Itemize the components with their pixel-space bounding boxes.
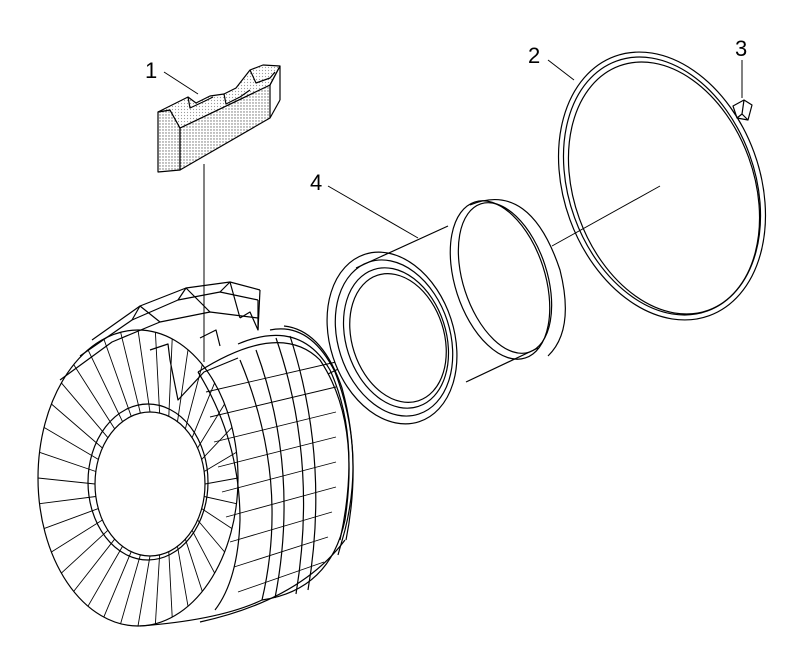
ring-spoke bbox=[51, 403, 103, 449]
ring-spoke bbox=[197, 519, 225, 553]
ring-spoke bbox=[43, 427, 99, 460]
ring-spoke bbox=[191, 530, 215, 574]
ring-spoke bbox=[61, 529, 109, 574]
ring-spoke bbox=[204, 496, 237, 505]
part-4-flanged-sleeve bbox=[326, 199, 566, 425]
ring-spoke bbox=[120, 554, 141, 624]
ring-spoke bbox=[177, 546, 189, 607]
segmented-ring bbox=[37, 281, 354, 627]
band-segment-line bbox=[217, 436, 337, 468]
ring-spoke bbox=[73, 364, 115, 430]
ring-spoke bbox=[120, 332, 141, 414]
ring-spoke bbox=[39, 496, 96, 505]
ring-spoke bbox=[103, 338, 132, 417]
band-segment-line bbox=[225, 486, 337, 518]
axis-line-upper bbox=[551, 185, 661, 247]
ring-spoke bbox=[51, 519, 103, 553]
ring-spoke bbox=[203, 451, 237, 472]
ring-spoke bbox=[154, 554, 161, 624]
ring-spoke bbox=[154, 332, 161, 414]
ring-spoke bbox=[43, 508, 99, 530]
ring-spoke bbox=[191, 382, 216, 438]
ring-spoke bbox=[73, 538, 115, 592]
callout-2: 2 bbox=[528, 43, 541, 68]
part-2-ring bbox=[557, 51, 767, 321]
ring-spoke bbox=[87, 349, 123, 422]
ring-spoke bbox=[177, 349, 189, 422]
band-segment-line bbox=[221, 461, 337, 493]
ring-spoke bbox=[204, 477, 239, 485]
callout-3: 3 bbox=[735, 36, 748, 61]
ring-spoke bbox=[87, 546, 123, 607]
ring-spoke bbox=[137, 555, 151, 627]
ring-spoke bbox=[201, 508, 233, 529]
ring-spoke bbox=[37, 477, 96, 485]
leader-2 bbox=[547, 59, 575, 81]
band-segment-line bbox=[233, 536, 329, 568]
ring-spoke bbox=[103, 551, 132, 618]
band-segment-line bbox=[209, 386, 337, 418]
ring-spoke bbox=[39, 451, 96, 472]
part-3-clip bbox=[732, 99, 753, 121]
band-segment-line bbox=[229, 511, 333, 543]
ring-spoke bbox=[61, 382, 109, 438]
band-segment-line bbox=[213, 411, 337, 443]
ring-spoke bbox=[168, 338, 173, 417]
leader-4 bbox=[327, 185, 419, 239]
ring-spoke bbox=[184, 539, 203, 592]
ring-spoke bbox=[168, 551, 173, 618]
part-1-segment-block bbox=[157, 64, 281, 173]
ring-spoke bbox=[197, 403, 225, 449]
ring-spoke bbox=[137, 329, 151, 413]
band-segment-line bbox=[205, 361, 337, 393]
band-segment-line bbox=[237, 561, 325, 593]
callout-4: 4 bbox=[310, 170, 323, 195]
leader-1 bbox=[163, 71, 199, 95]
callout-1: 1 bbox=[145, 58, 158, 83]
